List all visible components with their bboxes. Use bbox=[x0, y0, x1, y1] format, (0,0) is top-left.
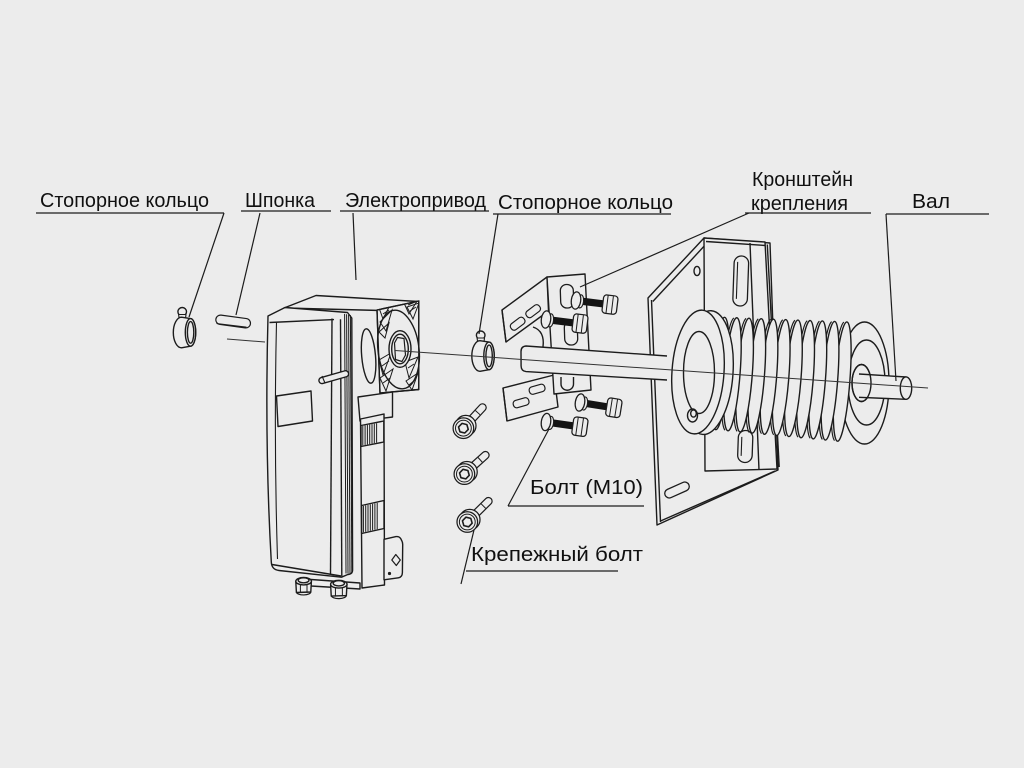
svg-text:Крепежный болт: Крепежный болт bbox=[471, 543, 644, 566]
svg-text:Шпонка: Шпонка bbox=[245, 189, 316, 212]
svg-text:Электропривод: Электропривод bbox=[345, 189, 486, 212]
svg-text:Кронштейн: Кронштейн bbox=[752, 168, 853, 191]
svg-text:Стопорное кольцо: Стопорное кольцо bbox=[498, 191, 673, 214]
svg-text:Болт (М10): Болт (М10) bbox=[530, 476, 643, 499]
svg-text:крепления: крепления bbox=[751, 192, 848, 215]
svg-text:Стопорное кольцо: Стопорное кольцо bbox=[40, 189, 209, 212]
svg-text:Вал: Вал bbox=[912, 190, 950, 213]
